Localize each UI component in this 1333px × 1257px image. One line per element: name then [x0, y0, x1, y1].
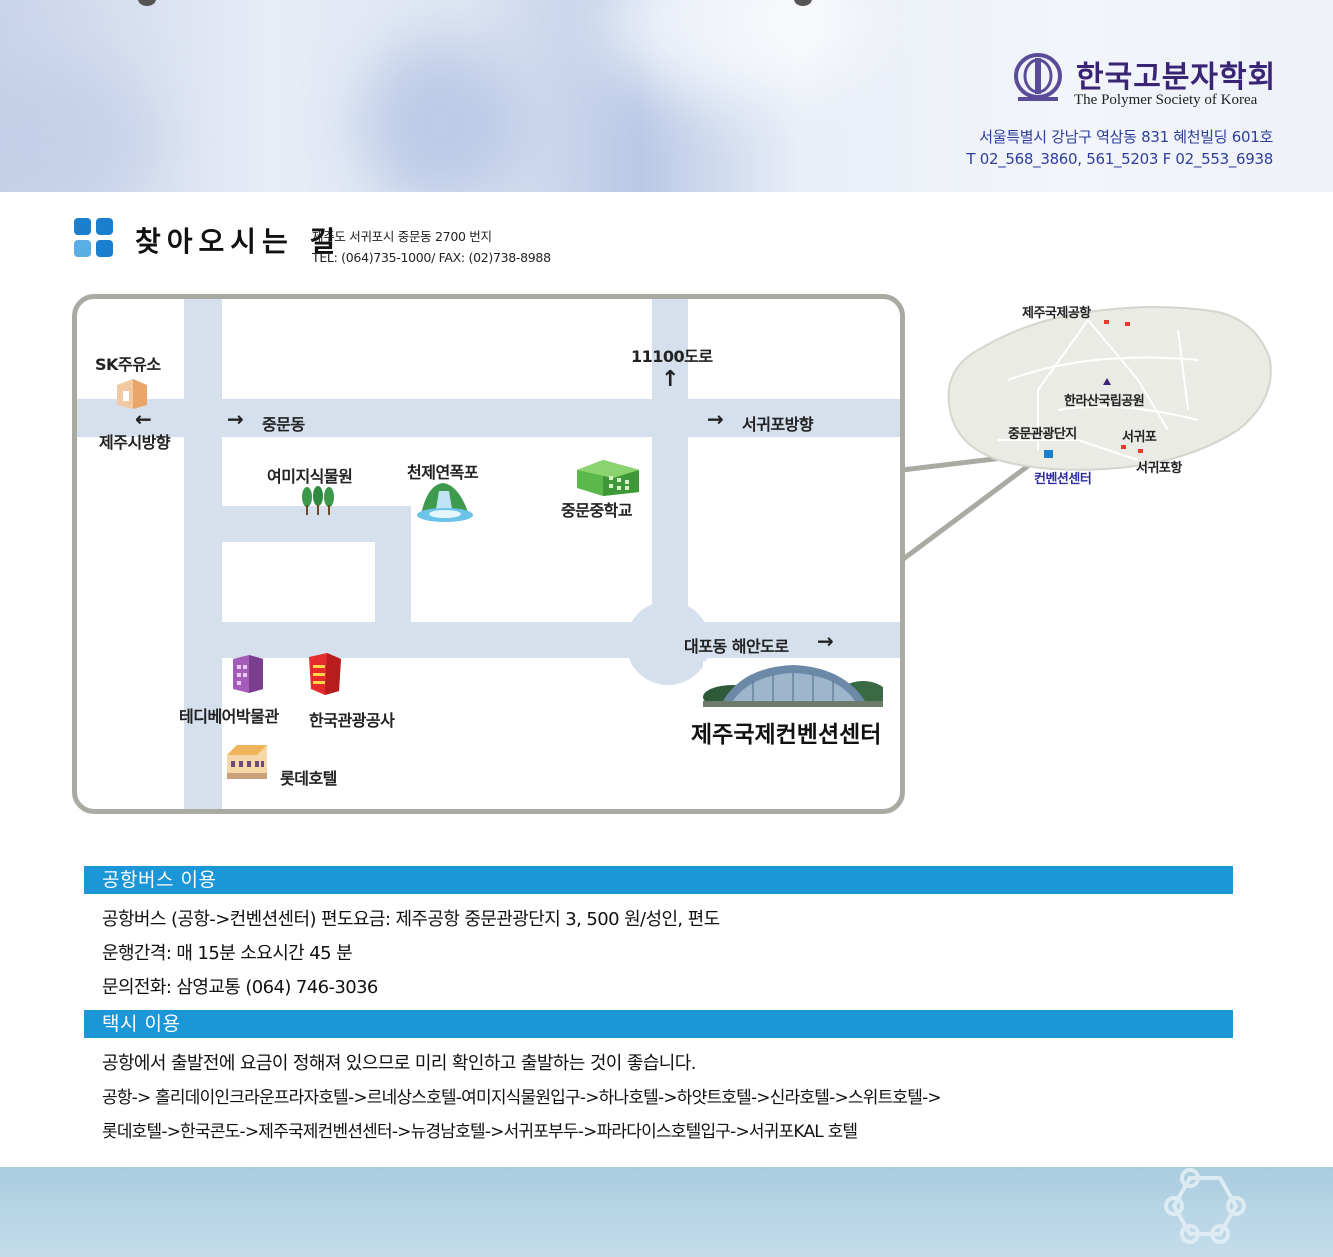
footer-band: [0, 1167, 1333, 1257]
venue-address: 제주도 서귀포시 중문동 2700 번지: [312, 229, 492, 244]
road-horizontal-bottom: [184, 622, 900, 658]
contact-line: T 02_568_3860, 561_5203 F 02_553_6938: [966, 150, 1273, 168]
label-jungmun-middle-school: 중문중학교: [561, 501, 633, 520]
arrow-left-jeju: ←: [135, 407, 152, 431]
gas-station-icon: [117, 379, 147, 409]
taxi-line: 롯데호텔->한국콘도->제주국제컨벤션센터->뉴경남호텔->서귀포부두->파라다…: [102, 1122, 858, 1142]
inset-label-jungmun-resort: 중문관광단지: [1008, 427, 1077, 442]
label-jeju-city-direction: 제주시방향: [99, 433, 171, 452]
road-horizontal-middle: [184, 506, 410, 542]
label-sk-station: SK주유소: [95, 355, 161, 374]
address-line: 서울특별시 강남구 역삼동 831 혜천빌딩 601호: [979, 128, 1273, 146]
hotel-building-icon: [227, 745, 267, 779]
society-address: 서울특별시 강남구 역삼동 831 혜천빌딩 601호 T 02_568_386…: [966, 126, 1273, 170]
taxi-line: 공항에서 출발전에 요금이 정해져 있으므로 미리 확인하고 출발하는 것이 좋…: [102, 1053, 696, 1074]
label-korea-tourism: 한국관광공사: [309, 711, 395, 730]
road-vertical-left: [184, 299, 222, 809]
taxi-heading: 택시 이용: [84, 1010, 1233, 1038]
venue-info: 제주도 서귀포시 중문동 2700 번지 TEL: (064)735-1000/…: [312, 226, 551, 268]
society-name-english: The Polymer Society of Korea: [1074, 92, 1258, 108]
airport-bus-line: 문의전화: 삼영교통 (064) 746-3036: [102, 977, 378, 998]
label-cheonjeyeon-falls: 천제연폭포: [407, 463, 479, 482]
inset-label-convention: 컨벤션센터: [1034, 472, 1092, 487]
tree-icon: [302, 486, 334, 515]
airport-bus-heading: 공항버스 이용: [84, 866, 1233, 894]
title-squares-icon: [74, 218, 114, 258]
taxi-line: 공항-> 홀리데이인크라운프라자호텔->르네상스호텔-여미지식물원입구->하나호…: [102, 1088, 942, 1108]
label-convention-center: 제주국제컨벤션센터: [691, 722, 882, 748]
inset-label-airport: 제주국제공항: [1022, 306, 1091, 321]
arrow-right-seogwipo: →: [707, 407, 724, 431]
page-title: 찾아오시는 길: [135, 225, 342, 258]
roundabout: [626, 601, 710, 685]
label-lotte-hotel: 롯데호텔: [280, 769, 337, 788]
venue-contact: TEL: (064)735-1000/ FAX: (02)738-8988: [312, 250, 551, 265]
arrow-right-daepo: →: [817, 629, 834, 653]
jeju-island-inset-map: [947, 306, 1272, 471]
label-teddy-bear-museum: 테디베어박물관: [179, 707, 279, 726]
label-jungmun-dong: 중문동: [262, 415, 305, 434]
inset-label-seogwipo-port: 서귀포항: [1136, 461, 1182, 476]
inset-label-seogwipo: 서귀포: [1122, 430, 1157, 445]
society-name-korean: 한국고분자학회: [1076, 60, 1277, 95]
tourism-building-icon: [309, 653, 341, 695]
airport-bus-line: 운행간격: 매 15분 소요시간 45 분: [102, 943, 353, 964]
header-banner: [0, 0, 1333, 192]
arrow-up-11100: ↑: [661, 367, 679, 392]
location-map: SK주유소 ← 제주시방향 → 중문동 11100도로 ↑ → 서귀포방향 여미…: [72, 294, 905, 814]
road-vertical-right: [652, 299, 688, 659]
header-dot-icon: [138, 0, 156, 6]
school-building-icon: [577, 460, 639, 496]
label-yeomiji-garden: 여미지식물원: [267, 467, 353, 486]
inset-label-hallasan: 한라산국립공원: [1064, 394, 1145, 409]
molecule-decoration-icon: [1164, 1168, 1246, 1244]
header-dot-icon: [794, 0, 812, 6]
polymer-society-logo-icon: [1014, 53, 1062, 101]
label-road-11100: 11100도로: [631, 347, 713, 366]
airport-bus-line: 공항버스 (공항->컨벤션센터) 편도요금: 제주공항 중문관광단지 3, 50…: [102, 909, 720, 930]
waterfall-icon: [417, 483, 473, 522]
museum-building-icon: [233, 655, 263, 693]
label-daepo-coastal-road: 대포동 해안도로: [684, 637, 789, 656]
label-seogwipo-direction: 서귀포방향: [742, 415, 814, 434]
convention-center-photo: [703, 661, 883, 707]
arrow-right-jungmun: →: [227, 407, 244, 431]
